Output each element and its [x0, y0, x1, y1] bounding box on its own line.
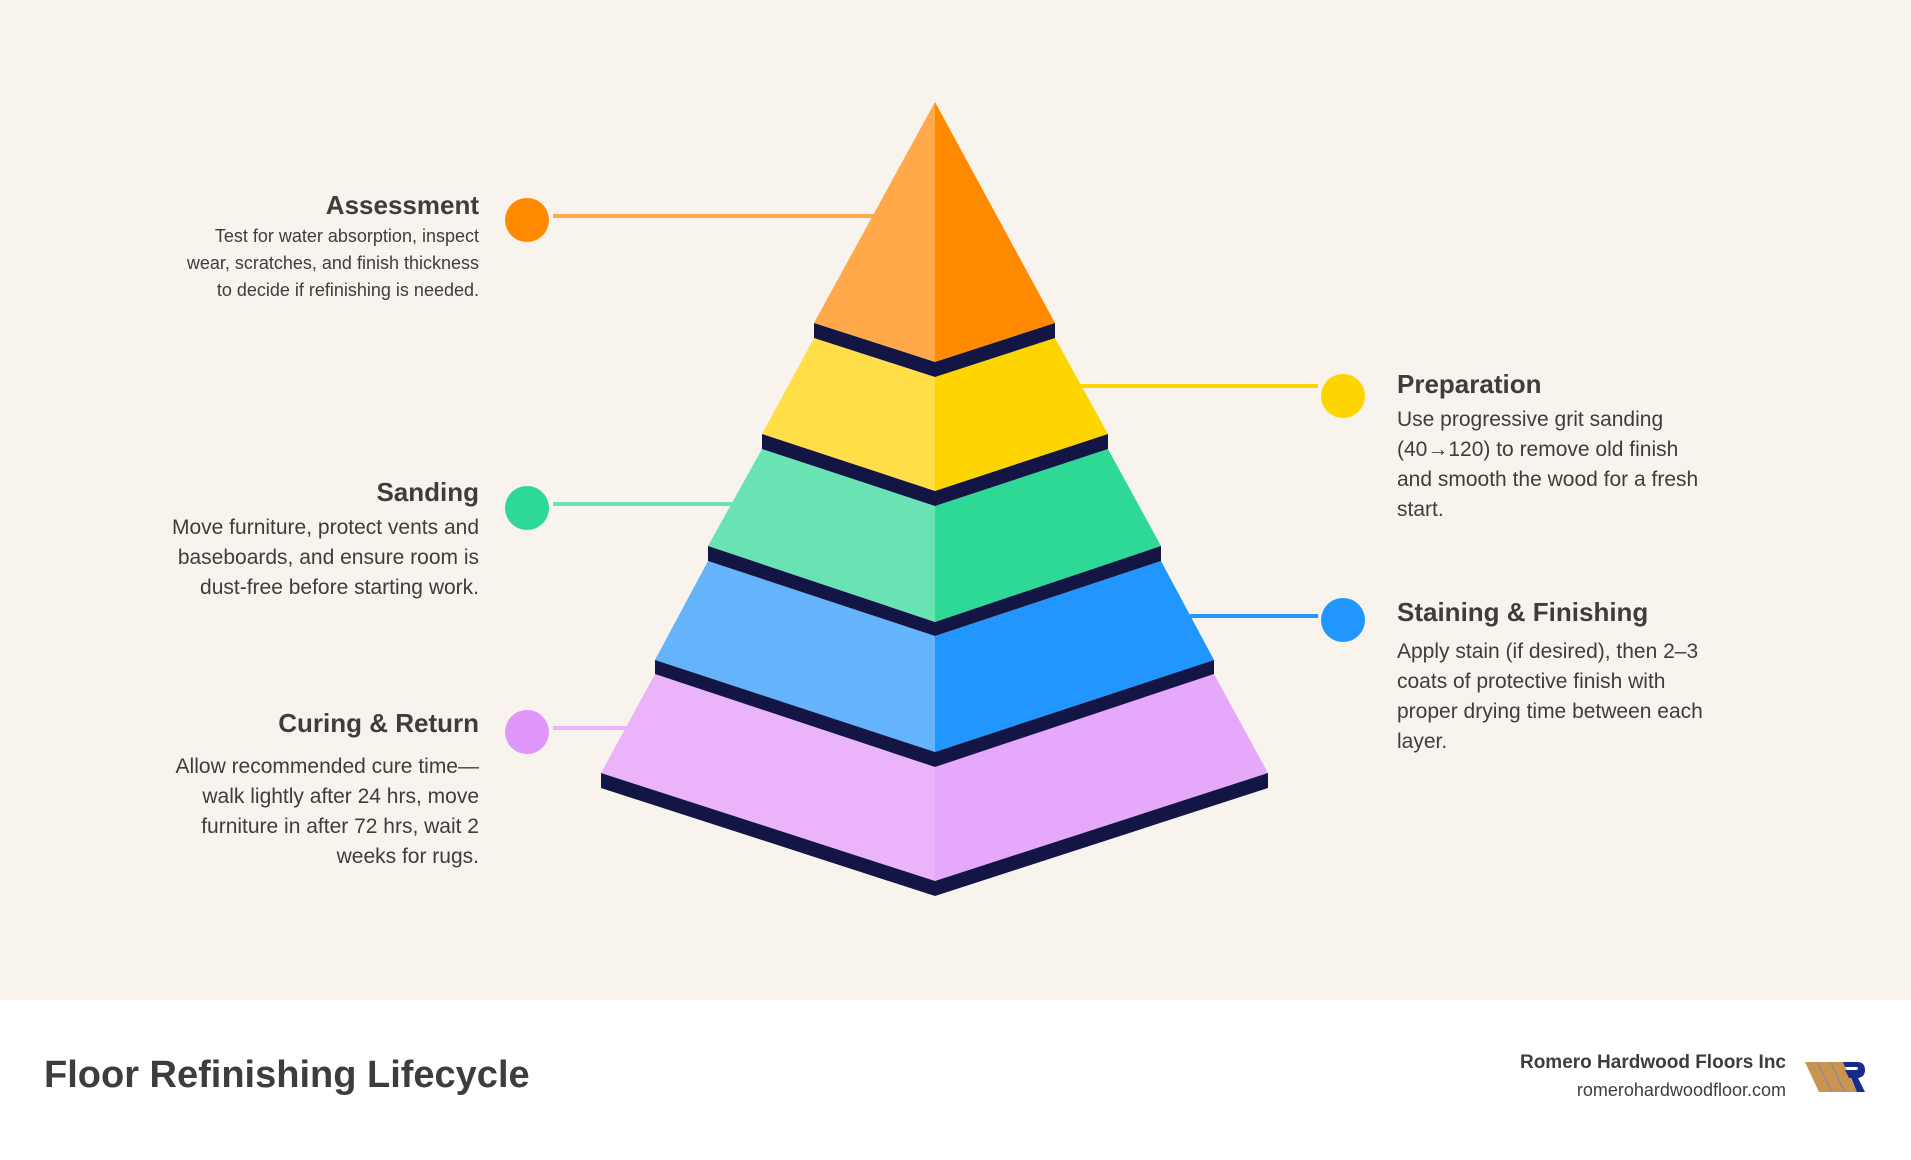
company-name: Romero Hardwood Floors Inc — [1519, 1052, 1786, 1073]
pyramid-layer-preparation — [762, 338, 1108, 506]
step-title: Assessment — [325, 190, 479, 220]
pyramid-layer-curing — [601, 674, 1268, 896]
step-preparation: Preparation Use progressive grit sanding… — [1397, 369, 1777, 525]
step-assessment: Assessment Test for water absorption, in… — [119, 190, 479, 304]
footer: Floor Refinishing Lifecycle Romero Hardw… — [0, 1000, 1911, 1160]
step-title: Sanding — [376, 477, 479, 507]
step-curing: Curing & Return Allow recommended cure t… — [99, 708, 479, 872]
step-title: Preparation — [1397, 369, 1542, 399]
step-description: Move furniture, protect vents and basebo… — [172, 516, 479, 599]
step-sanding: Sanding Move furniture, protect vents an… — [99, 477, 479, 603]
step-description: Apply stain (if desired), then 2–3 coats… — [1397, 640, 1703, 753]
dot-assessment-icon — [505, 198, 549, 242]
company-url: romerohardwoodfloor.com — [1576, 1080, 1786, 1100]
dot-staining-icon — [1321, 598, 1365, 642]
romero-logo-icon — [1805, 1061, 1865, 1093]
pyramid-layer-assessment — [814, 102, 1055, 377]
pyramid-layer-staining — [655, 561, 1214, 767]
step-description: Test for water absorption, inspect wear,… — [186, 226, 479, 300]
step-description: Allow recommended cure time— walk lightl… — [175, 755, 479, 868]
brand-block: Romero Hardwood Floors Inc romerohardwoo… — [1520, 1050, 1786, 1104]
dot-curing-icon — [505, 710, 549, 754]
step-title: Curing & Return — [278, 708, 479, 738]
infographic-title: Floor Refinishing Lifecycle — [44, 1054, 530, 1096]
infographic-canvas: Assessment Test for water absorption, in… — [0, 0, 1911, 1000]
dot-preparation-icon — [1321, 374, 1365, 418]
step-title: Staining & Finishing — [1397, 597, 1649, 627]
step-staining: Staining & Finishing Apply stain (if des… — [1397, 597, 1777, 757]
pyramid-layer-sanding — [708, 449, 1161, 636]
step-description: Use progressive grit sanding (40→120) to… — [1397, 408, 1699, 521]
pyramid-diagram — [505, 102, 1365, 896]
dot-sanding-icon — [505, 486, 549, 530]
